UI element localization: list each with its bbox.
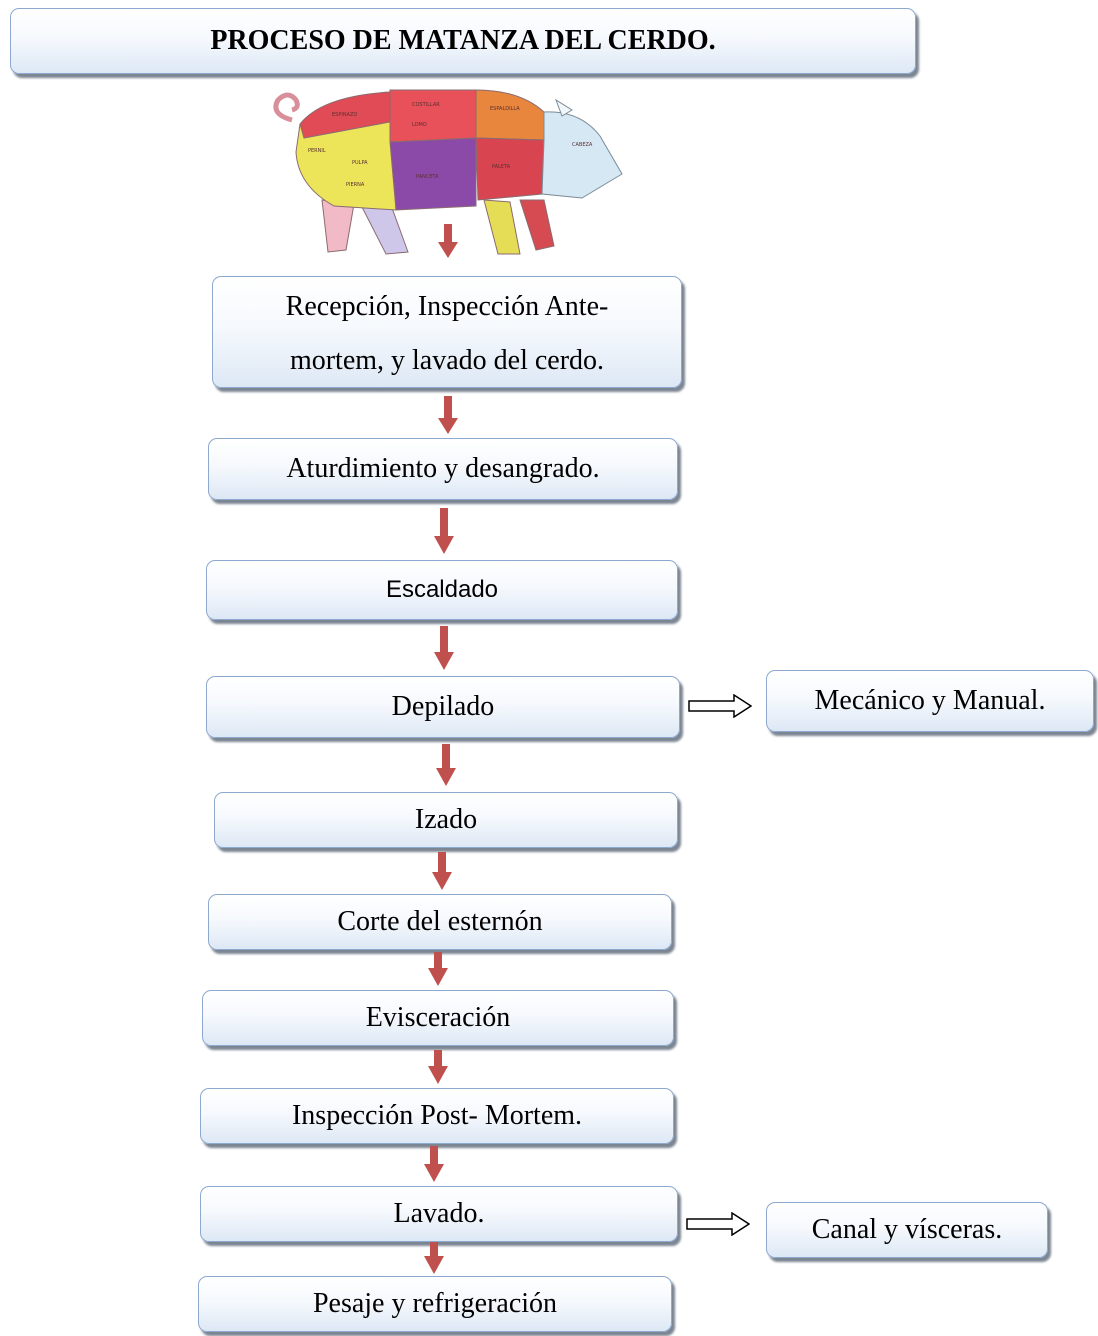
- diagram-title-text: PROCESO DE MATANZA DEL CERDO.: [210, 25, 716, 56]
- step-pesaje: Pesaje y refrigeración: [198, 1276, 672, 1332]
- down-arrow-7: [428, 952, 448, 986]
- step-escaldado: Escaldado: [206, 560, 678, 620]
- down-arrow-5: [436, 744, 456, 786]
- side-arrow-lavado: [686, 1212, 750, 1236]
- side-note-canal: Canal y vísceras.: [766, 1202, 1048, 1258]
- svg-text:ESPALDILLA: ESPALDILLA: [490, 106, 520, 112]
- step-evisceracion: Evisceración: [202, 990, 674, 1046]
- step-recepcion-line2: mortem, y lavado del cerdo.: [289, 345, 605, 376]
- step-pesaje-label: Pesaje y refrigeración: [312, 1288, 558, 1319]
- svg-text:CABEZA: CABEZA: [572, 142, 593, 148]
- svg-text:PALETA: PALETA: [492, 164, 511, 170]
- pig-cuts-illustration: ESPINAZO COSTILLAR LOMO ESPALDILLA PERNI…: [273, 89, 623, 255]
- down-arrow-4: [434, 626, 454, 670]
- step-recepcion-line1: Recepción, Inspección Ante-: [285, 291, 609, 322]
- down-arrow-9: [424, 1146, 444, 1182]
- svg-text:PANCETA: PANCETA: [416, 174, 439, 180]
- step-depilado-label: Depilado: [391, 691, 495, 722]
- step-corte-esternon: Corte del esternón: [208, 894, 672, 950]
- diagram-title: PROCESO DE MATANZA DEL CERDO.: [10, 8, 916, 74]
- side-note-mecanico: Mecánico y Manual.: [766, 670, 1094, 732]
- down-arrow-2: [438, 396, 458, 434]
- step-izado-label: Izado: [414, 804, 478, 835]
- svg-text:COSTILLAR: COSTILLAR: [412, 102, 440, 108]
- svg-text:PULPA: PULPA: [352, 160, 368, 166]
- step-depilado: Depilado: [206, 676, 680, 738]
- step-izado: Izado: [214, 792, 678, 848]
- down-arrow-6: [432, 852, 452, 890]
- svg-text:LOMO: LOMO: [412, 122, 427, 128]
- svg-text:PERNIL: PERNIL: [308, 148, 326, 154]
- step-escaldado-label: Escaldado: [385, 576, 499, 603]
- side-arrow-depilado: [688, 694, 752, 718]
- step-aturdimiento-label: Aturdimiento y desangrado.: [286, 453, 600, 484]
- step-corte-esternon-label: Corte del esternón: [337, 906, 543, 937]
- step-lavado-label: Lavado.: [393, 1198, 485, 1229]
- down-arrow-10: [424, 1242, 444, 1274]
- svg-text:PIERNA: PIERNA: [346, 182, 365, 188]
- step-aturdimiento: Aturdimiento y desangrado.: [208, 438, 678, 500]
- down-arrow-3: [434, 508, 454, 554]
- side-note-mecanico-label: Mecánico y Manual.: [814, 685, 1046, 716]
- step-inspeccion-post-mortem: Inspección Post- Mortem.: [200, 1088, 674, 1144]
- step-inspeccion-post-mortem-label: Inspección Post- Mortem.: [291, 1100, 583, 1131]
- svg-text:ESPINAZO: ESPINAZO: [332, 112, 357, 118]
- step-evisceracion-label: Evisceración: [365, 1002, 511, 1033]
- step-recepcion: Recepción, Inspección Ante- mortem, y la…: [212, 276, 682, 388]
- side-note-canal-label: Canal y vísceras.: [811, 1214, 1003, 1245]
- down-arrow-1: [438, 224, 458, 258]
- down-arrow-8: [428, 1050, 448, 1084]
- step-lavado: Lavado.: [200, 1186, 678, 1242]
